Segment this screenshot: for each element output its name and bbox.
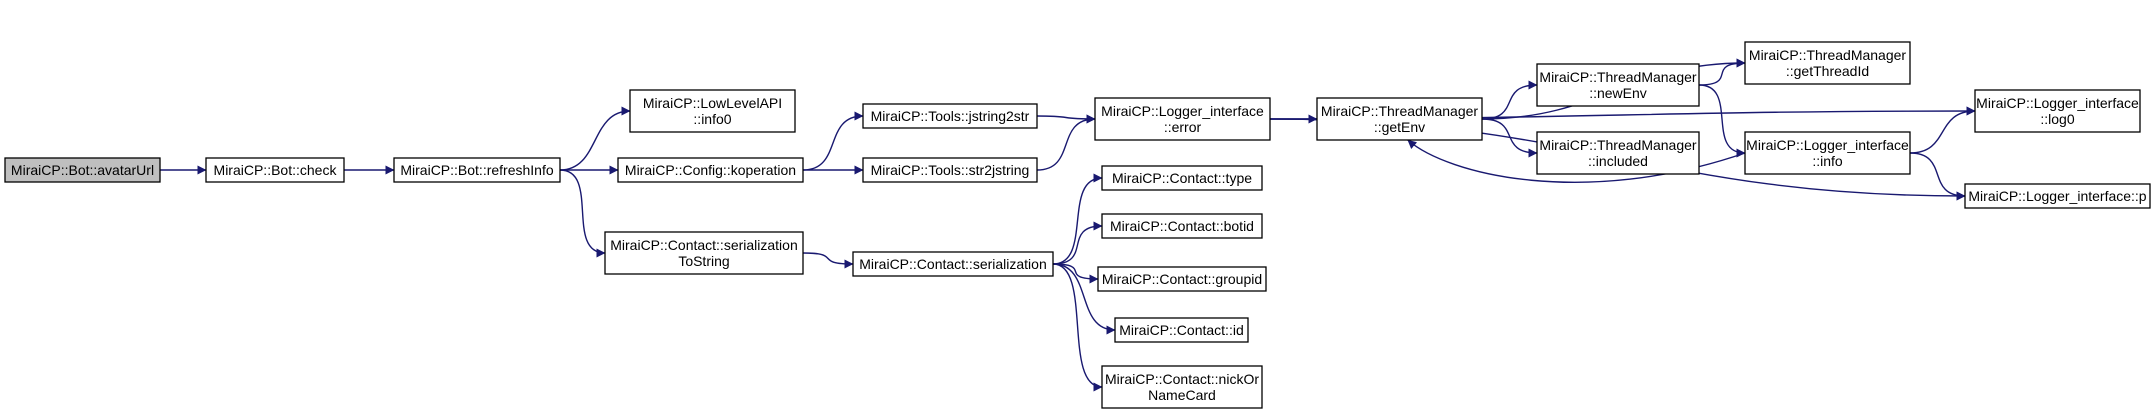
- node-label: NameCard: [1148, 387, 1216, 403]
- edge-serToString-to-serialization: [802, 252, 854, 269]
- node-label: MiraiCP::Contact::serialization: [859, 256, 1047, 272]
- node-label: MiraiCP::Bot::refreshInfo: [400, 162, 553, 178]
- node-label: MiraiCP::ThreadManager: [1749, 47, 1907, 63]
- edge-newEnv-to-info: [1698, 84, 1746, 158]
- node-label: ::getThreadId: [1786, 63, 1869, 79]
- node-box: [1101, 213, 1263, 239]
- edge-str2jstring-to-error: [1036, 114, 1096, 171]
- node-groupid[interactable]: MiraiCP::Contact::groupid: [1097, 266, 1267, 292]
- edge-koperation-to-jstring2str: [802, 111, 864, 171]
- node-box: [1744, 41, 1911, 85]
- node-newEnv[interactable]: MiraiCP::ThreadManager::newEnv: [1536, 63, 1700, 107]
- node-label: MiraiCP::Contact::id: [1119, 322, 1243, 338]
- edge-serialization-to-type: [1052, 173, 1103, 265]
- node-label: MiraiCP::Logger_interface: [1101, 103, 1264, 119]
- node-label: MiraiCP::Contact::type: [1112, 170, 1252, 186]
- node-label: MiraiCP::Logger_interface: [1746, 137, 1909, 153]
- node-label: MiraiCP::Config::koperation: [625, 162, 796, 178]
- node-label: ::log0: [2040, 111, 2074, 127]
- edge-info-to-log0: [1909, 106, 1976, 154]
- node-box: [862, 103, 1038, 129]
- node-label: MiraiCP::ThreadManager: [1539, 69, 1697, 85]
- node-box: [1101, 365, 1263, 409]
- edge-serialization-to-cid: [1052, 263, 1116, 335]
- edge-serialization-to-botid: [1052, 221, 1103, 265]
- node-label: MiraiCP::Logger_interface::p: [1968, 188, 2146, 204]
- edges-layer: [160, 58, 1976, 392]
- node-box: [1094, 97, 1271, 141]
- node-box: [629, 89, 796, 133]
- edge-serialization-to-groupid: [1052, 263, 1099, 284]
- node-check[interactable]: MiraiCP::Bot::check: [205, 157, 345, 183]
- edge-jstring2str-to-error: [1036, 114, 1096, 124]
- node-box: [862, 157, 1038, 183]
- edge-refreshInfo-to-info0: [559, 106, 631, 171]
- node-box: [1974, 89, 2141, 133]
- node-label: MiraiCP::Tools::str2jstring: [871, 162, 1030, 178]
- node-info0[interactable]: MiraiCP::LowLevelAPI::info0: [629, 89, 796, 133]
- edge-info-to-p: [1909, 152, 1966, 201]
- node-label: ::info: [1812, 153, 1843, 169]
- node-info[interactable]: MiraiCP::Logger_interface::info: [1744, 131, 1911, 175]
- node-box: [1536, 63, 1700, 107]
- node-box: [1114, 317, 1249, 343]
- node-label: ::getEnv: [1374, 119, 1425, 135]
- node-label: ::newEnv: [1589, 85, 1647, 101]
- node-box: [852, 251, 1054, 277]
- node-label: MiraiCP::Contact::groupid: [1102, 271, 1262, 287]
- node-label: MiraiCP::Contact::botid: [1110, 218, 1254, 234]
- node-box: [1964, 183, 2151, 209]
- node-included[interactable]: MiraiCP::ThreadManager::included: [1536, 131, 1700, 175]
- node-label: MiraiCP::Bot::check: [214, 162, 338, 178]
- node-label: MiraiCP::Logger_interface: [1976, 95, 2139, 111]
- node-box: [1536, 131, 1700, 175]
- node-box: [604, 231, 804, 275]
- node-refreshInfo[interactable]: MiraiCP::Bot::refreshInfo: [393, 157, 561, 183]
- node-label: MiraiCP::Contact::serialization: [610, 237, 798, 253]
- nodes-layer: MiraiCP::Bot::avatarUrl MiraiCP::Bot::che…: [4, 41, 2151, 409]
- edge-refreshInfo-to-serToString: [559, 169, 606, 258]
- node-box: [4, 157, 161, 183]
- node-label: MiraiCP::ThreadManager: [1539, 137, 1697, 153]
- node-botid[interactable]: MiraiCP::Contact::botid: [1101, 213, 1263, 239]
- node-getEnv[interactable]: MiraiCP::ThreadManager::getEnv: [1316, 97, 1483, 141]
- node-label: MiraiCP::ThreadManager: [1321, 103, 1479, 119]
- node-cid[interactable]: MiraiCP::Contact::id: [1114, 317, 1249, 343]
- node-label: MiraiCP::LowLevelAPI: [643, 95, 782, 111]
- node-label: MiraiCP::Bot::avatarUrl: [11, 162, 154, 178]
- edge-getEnv-to-included: [1481, 118, 1538, 158]
- node-p[interactable]: MiraiCP::Logger_interface::p: [1964, 183, 2151, 209]
- node-label: ::error: [1164, 119, 1202, 135]
- node-log0[interactable]: MiraiCP::Logger_interface::log0: [1974, 89, 2141, 133]
- edge-getEnv-to-newEnv: [1481, 80, 1538, 120]
- node-serialization[interactable]: MiraiCP::Contact::serialization: [852, 251, 1054, 277]
- node-error[interactable]: MiraiCP::Logger_interface::error: [1094, 97, 1271, 141]
- node-box: [205, 157, 345, 183]
- node-box: [1097, 266, 1267, 292]
- edge-newEnv-to-getThreadId: [1698, 58, 1746, 86]
- node-box: [617, 157, 804, 183]
- node-box: [1744, 131, 1911, 175]
- node-label: ::included: [1588, 153, 1648, 169]
- node-str2jstring[interactable]: MiraiCP::Tools::str2jstring: [862, 157, 1038, 183]
- node-label: ::info0: [693, 111, 731, 127]
- node-label: MiraiCP::Contact::nickOr: [1105, 371, 1259, 387]
- node-box: [1101, 165, 1263, 191]
- node-box: [393, 157, 561, 183]
- node-koperation[interactable]: MiraiCP::Config::koperation: [617, 157, 804, 183]
- node-box: [1316, 97, 1483, 141]
- edge-serialization-to-nick: [1052, 263, 1103, 392]
- node-type[interactable]: MiraiCP::Contact::type: [1101, 165, 1263, 191]
- node-avatarUrl[interactable]: MiraiCP::Bot::avatarUrl: [4, 157, 161, 183]
- node-label: MiraiCP::Tools::jstring2str: [871, 108, 1030, 124]
- node-label: ToString: [678, 253, 729, 269]
- node-jstring2str[interactable]: MiraiCP::Tools::jstring2str: [862, 103, 1038, 129]
- node-getThreadId[interactable]: MiraiCP::ThreadManager::getThreadId: [1744, 41, 1911, 85]
